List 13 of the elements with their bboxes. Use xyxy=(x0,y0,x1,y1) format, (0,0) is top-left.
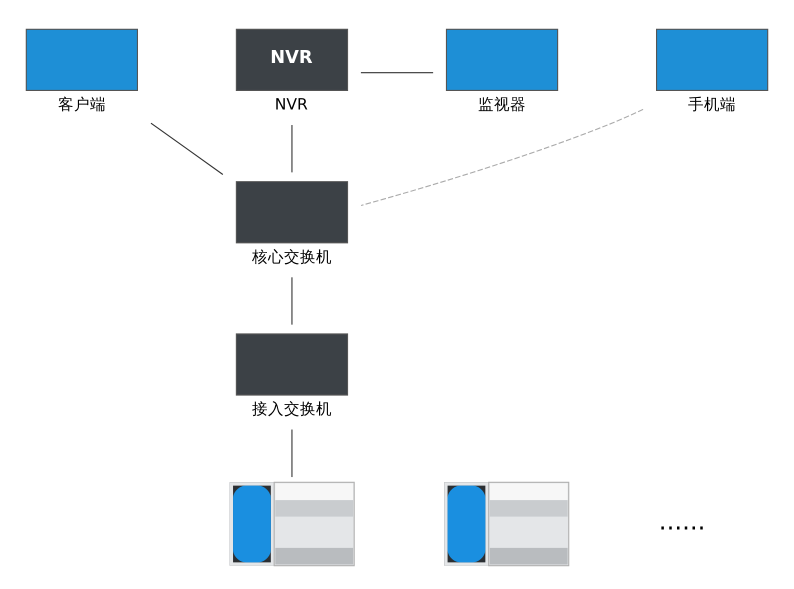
connector xyxy=(291,124,293,172)
connector xyxy=(360,108,644,206)
label: ...... xyxy=(658,506,706,536)
node-label: 监视器 xyxy=(478,95,526,114)
connector xyxy=(291,429,293,477)
connector xyxy=(360,72,434,73)
connector xyxy=(291,276,293,324)
connector xyxy=(150,122,224,174)
node-label: NVR xyxy=(274,95,308,114)
node-label: 手机端 xyxy=(688,95,736,114)
node-label: 核心交换机 xyxy=(252,247,332,266)
node-label: 接入交换机 xyxy=(252,400,332,418)
node-label: 客户端 xyxy=(58,95,106,114)
